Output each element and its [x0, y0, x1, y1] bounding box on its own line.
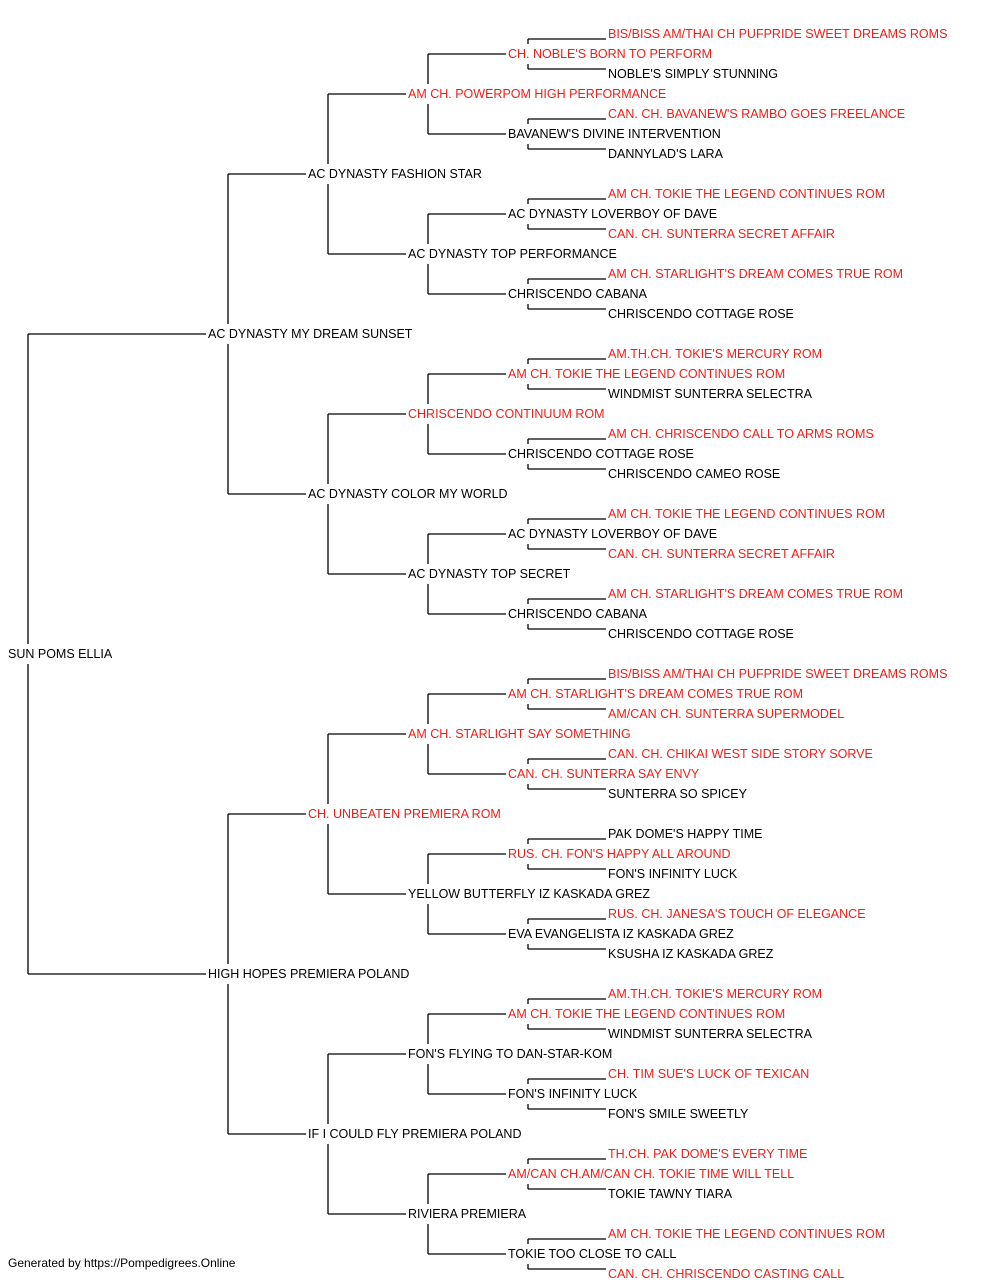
footer-credit: Generated by https://Pompedigrees.Online: [8, 1256, 236, 1270]
ancestor-name: TOKIE TAWNY TIARA: [608, 1187, 733, 1201]
ancestor-name: FON'S SMILE SWEETLY: [608, 1107, 749, 1121]
ancestor-name: AC DYNASTY MY DREAM SUNSET: [208, 327, 413, 341]
ancestor-name: TOKIE TOO CLOSE TO CALL: [508, 1247, 676, 1261]
ancestor-name: FON'S INFINITY LUCK: [508, 1087, 638, 1101]
subject-dog-name: SUN POMS ELLIA: [8, 647, 113, 661]
ancestor-name: CAN. CH. SUNTERRA SAY ENVY: [508, 767, 700, 781]
ancestor-name: AM CH. STARLIGHT'S DREAM COMES TRUE ROM: [608, 587, 903, 601]
ancestor-name: AM/CAN CH. SUNTERRA SUPERMODEL: [608, 707, 844, 721]
ancestor-name: RUS. CH. JANESA'S TOUCH OF ELEGANCE: [608, 907, 866, 921]
ancestor-name: FON'S INFINITY LUCK: [608, 867, 738, 881]
ancestor-name: WINDMIST SUNTERRA SELECTRA: [608, 1027, 813, 1041]
ancestor-name: AM CH. TOKIE THE LEGEND CONTINUES ROM: [508, 1007, 785, 1021]
ancestor-name: CAN. CH. CHIKAI WEST SIDE STORY SORVE: [608, 747, 873, 761]
ancestor-name: KSUSHA IZ KASKADA GREZ: [608, 947, 774, 961]
ancestor-name: AC DYNASTY COLOR MY WORLD: [308, 487, 508, 501]
ancestor-name: HIGH HOPES PREMIERA POLAND: [208, 967, 409, 981]
ancestor-name: CHRISCENDO CABANA: [508, 607, 648, 621]
ancestor-name: AM/CAN CH.AM/CAN CH. TOKIE TIME WILL TEL…: [508, 1167, 794, 1181]
ancestor-name: AM.TH.CH. TOKIE'S MERCURY ROM: [608, 347, 822, 361]
ancestor-name: AM CH. CHRISCENDO CALL TO ARMS ROMS: [608, 427, 874, 441]
ancestor-name: TH.CH. PAK DOME'S EVERY TIME: [608, 1147, 807, 1161]
ancestor-name: AM.TH.CH. TOKIE'S MERCURY ROM: [608, 987, 822, 1001]
ancestor-name: AM CH. STARLIGHT SAY SOMETHING: [408, 727, 631, 741]
ancestor-name: CHRISCENDO COTTAGE ROSE: [508, 447, 694, 461]
ancestor-name: AC DYNASTY TOP SECRET: [408, 567, 571, 581]
ancestor-name: EVA EVANGELISTA IZ KASKADA GREZ: [508, 927, 734, 941]
ancestor-name: IF I COULD FLY PREMIERA POLAND: [308, 1127, 521, 1141]
ancestor-name: CH. TIM SUE'S LUCK OF TEXICAN: [608, 1067, 809, 1081]
ancestor-name: AM CH. TOKIE THE LEGEND CONTINUES ROM: [608, 1227, 885, 1241]
ancestor-name: CAN. CH. SUNTERRA SECRET AFFAIR: [608, 547, 835, 561]
ancestor-name: DANNYLAD'S LARA: [608, 147, 724, 161]
ancestor-name: AM CH. TOKIE THE LEGEND CONTINUES ROM: [608, 187, 885, 201]
ancestor-name: WINDMIST SUNTERRA SELECTRA: [608, 387, 813, 401]
ancestor-name: BIS/BISS AM/THAI CH PUFPRIDE SWEET DREAM…: [608, 667, 947, 681]
ancestor-name: CAN. CH. BAVANEW'S RAMBO GOES FREELANCE: [608, 107, 905, 121]
ancestor-name: CHRISCENDO CAMEO ROSE: [608, 467, 780, 481]
ancestor-name: AM CH. STARLIGHT'S DREAM COMES TRUE ROM: [508, 687, 803, 701]
ancestor-name: CHRISCENDO COTTAGE ROSE: [608, 627, 794, 641]
ancestor-name: AC DYNASTY LOVERBOY OF DAVE: [508, 527, 717, 541]
ancestor-name: CAN. CH. SUNTERRA SECRET AFFAIR: [608, 227, 835, 241]
ancestor-name: CAN. CH. CHRISCENDO CASTING CALL: [608, 1267, 844, 1280]
ancestor-name: RUS. CH. FON'S HAPPY ALL AROUND: [508, 847, 731, 861]
ancestor-name: SUNTERRA SO SPICEY: [608, 787, 748, 801]
ancestor-name: CHRISCENDO CONTINUUM ROM: [408, 407, 605, 421]
ancestor-name: CH. UNBEATEN PREMIERA ROM: [308, 807, 501, 821]
ancestor-name: NOBLE'S SIMPLY STUNNING: [608, 67, 778, 81]
ancestor-name: AM CH. POWERPOM HIGH PERFORMANCE: [408, 87, 666, 101]
ancestor-name: YELLOW BUTTERFLY IZ KASKADA GREZ: [408, 887, 650, 901]
ancestor-name: PAK DOME'S HAPPY TIME: [608, 827, 763, 841]
ancestor-name: CHRISCENDO CABANA: [508, 287, 648, 301]
ancestor-name: AC DYNASTY FASHION STAR: [308, 167, 482, 181]
ancestor-name: FON'S FLYING TO DAN-STAR-KOM: [408, 1047, 612, 1061]
ancestor-name: CH. NOBLE'S BORN TO PERFORM: [508, 47, 712, 61]
ancestor-name: AC DYNASTY LOVERBOY OF DAVE: [508, 207, 717, 221]
ancestor-name: AM CH. TOKIE THE LEGEND CONTINUES ROM: [608, 507, 885, 521]
ancestor-name: AM CH. STARLIGHT'S DREAM COMES TRUE ROM: [608, 267, 903, 281]
ancestor-name: BIS/BISS AM/THAI CH PUFPRIDE SWEET DREAM…: [608, 27, 947, 41]
ancestor-name: CHRISCENDO COTTAGE ROSE: [608, 307, 794, 321]
ancestor-name: BAVANEW'S DIVINE INTERVENTION: [508, 127, 721, 141]
ancestor-name: AC DYNASTY TOP PERFORMANCE: [408, 247, 617, 261]
ancestor-name: RIVIERA PREMIERA: [408, 1207, 527, 1221]
ancestor-name: AM CH. TOKIE THE LEGEND CONTINUES ROM: [508, 367, 785, 381]
